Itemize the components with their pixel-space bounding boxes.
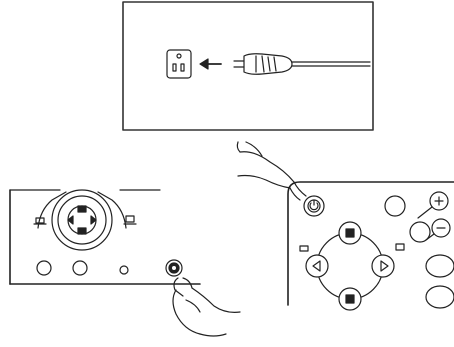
pad-right-button[interactable] [371,254,395,278]
directional-pad[interactable] [299,221,405,311]
pad-left-button[interactable] [305,254,329,278]
remote-power-button[interactable] [303,195,325,217]
zoom-in-button[interactable] [384,191,449,219]
power-button[interactable] [165,259,183,277]
indicator-lamp-icon [299,245,309,252]
minus-magnifier-icon [431,218,451,238]
power-icon [309,202,319,211]
panel-frame [122,1,374,131]
pad-down-button[interactable] [338,287,362,311]
pointing-hand-icon [172,277,241,337]
square-down-icon [345,294,355,304]
device-front-panel [9,189,241,337]
pointing-hand-icon [236,141,307,201]
front-button[interactable] [36,260,52,276]
pad-up-button[interactable] [338,221,362,245]
remote-extra-button[interactable] [425,285,454,309]
indicator-lamp-icon [395,243,405,251]
power-plug-icon [233,53,371,75]
arrow-left-icon [199,58,222,70]
zoom-out-button[interactable] [409,218,451,243]
remote-control-panel [236,141,454,311]
square-up-icon [345,228,355,238]
indicator-lamp-icon [123,215,137,225]
front-button[interactable] [119,265,129,275]
wall-outlet-icon [166,49,192,79]
front-button[interactable] [72,260,88,276]
triangle-left-icon [312,260,321,272]
remote-extra-button[interactable] [425,254,454,278]
indicator-lamp-icon [33,217,47,225]
power-connection-panel [122,1,374,131]
plus-magnifier-icon [429,191,449,211]
lamp-lens-icon [37,189,127,251]
triangle-right-icon [380,260,389,272]
